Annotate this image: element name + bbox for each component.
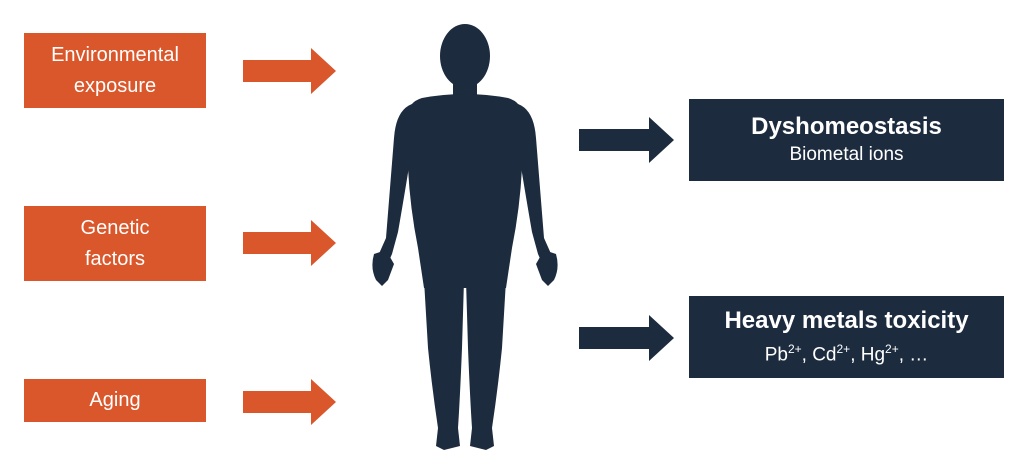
ion-symbol: Cd (812, 344, 837, 366)
ion-separator: , … (898, 344, 929, 366)
outcome-dyshomeostasis: Dyshomeostasis Biometal ions (689, 99, 1004, 181)
outcome-heavy-metals-toxicity: Heavy metals toxicity Pb2+, Cd2+, Hg2+, … (689, 296, 1004, 378)
ion-symbol: Hg (860, 344, 886, 366)
factor-label-line: factors (84, 247, 146, 270)
outcome-subtitle: Biometal ions (789, 144, 904, 165)
human-body-silhouette-icon (372, 24, 558, 450)
right-arrow-icon (243, 379, 336, 425)
ion-charge: 2+ (787, 341, 802, 356)
outcome-title: Dyshomeostasis (751, 113, 942, 140)
outcome-title: Heavy metals toxicity (724, 306, 969, 334)
right-arrow-icon (579, 117, 674, 163)
factor-environmental-exposure: Environmental exposure (24, 33, 206, 108)
factor-aging: Aging (24, 379, 206, 422)
right-arrow-icon (579, 315, 674, 361)
ion-charge: 2+ (885, 341, 899, 356)
ion-separator: , (801, 344, 813, 366)
factor-label-line: Aging (89, 389, 141, 411)
ion-charge: 2+ (836, 341, 851, 356)
factor-genetic-factors: Genetic factors (24, 206, 206, 281)
factor-label-line: Environmental (51, 43, 179, 66)
factor-label-line: Genetic (80, 216, 150, 239)
ion-list: Pb2+, Cd2+, Hg2+, … (765, 336, 929, 368)
factor-label-line: exposure (73, 74, 157, 97)
right-arrow-icon (243, 48, 336, 94)
right-arrow-icon (243, 220, 336, 266)
ion-separator: , (850, 344, 861, 366)
ion-symbol: Pb (764, 344, 788, 366)
